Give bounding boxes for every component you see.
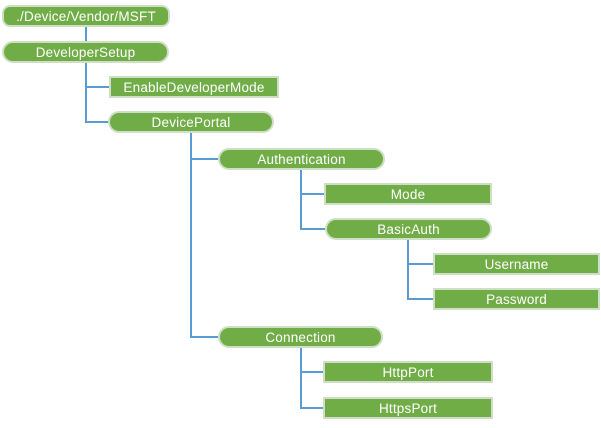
connector-stub-password	[407, 298, 433, 300]
node-httpport: HttpPort	[323, 361, 493, 383]
node-enabledevelopermode: EnableDeveloperMode	[109, 76, 279, 98]
connector-root-to-developersetup	[85, 27, 87, 41]
connector-developersetup-trunk	[85, 63, 87, 123]
connector-basicauth-trunk	[407, 240, 409, 300]
connector-deviceportal-trunk	[190, 133, 192, 338]
connector-stub-username	[407, 263, 433, 265]
connector-connection-trunk	[300, 348, 302, 409]
node-basicauth: BasicAuth	[325, 218, 492, 240]
node-httpsport: HttpsPort	[323, 397, 493, 419]
connector-stub-mode	[300, 193, 324, 195]
connector-stub-basicauth	[300, 228, 325, 230]
connector-stub-httpsport	[300, 407, 324, 409]
node-device-vendor-msft: ./Device/Vendor/MSFT	[2, 5, 170, 27]
node-password: Password	[433, 288, 600, 310]
node-mode: Mode	[324, 183, 492, 205]
connector-stub-httpport	[300, 371, 324, 373]
connector-stub-enabledevelopermode	[85, 86, 109, 88]
node-authentication: Authentication	[218, 148, 385, 170]
node-deviceportal: DevicePortal	[108, 111, 274, 133]
connector-stub-connection	[190, 336, 218, 338]
node-username: Username	[433, 253, 600, 275]
connector-stub-deviceportal	[85, 121, 108, 123]
node-developersetup: DeveloperSetup	[2, 41, 169, 63]
connector-stub-authentication	[190, 158, 218, 160]
connector-authentication-trunk	[300, 170, 302, 230]
node-connection: Connection	[218, 326, 383, 348]
